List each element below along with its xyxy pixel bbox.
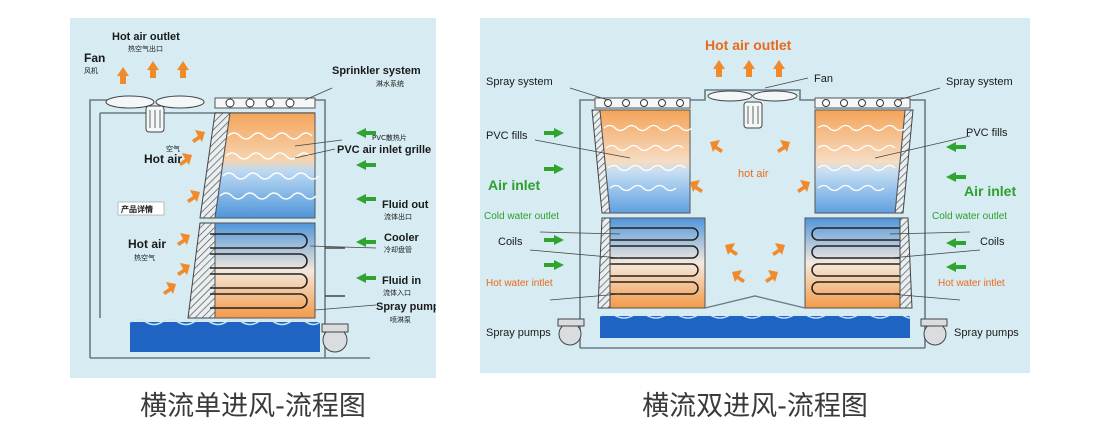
label-air-inlet-left: Air inlet	[488, 177, 540, 193]
label-air-cn: 空气	[166, 144, 180, 153]
caption-dual-inlet: 横流双进风-流程图	[642, 391, 868, 422]
left-spray-pump-icon	[557, 318, 585, 346]
label-cold-water-outlet-right: Cold water outlet	[932, 211, 1007, 222]
label-product-details-cn: 产品详情	[121, 204, 153, 214]
right-panel-background	[480, 18, 1030, 373]
hot-air-arrows	[117, 61, 205, 295]
spray-pump-icon	[321, 247, 349, 353]
label-hot-air-upper: Hot air	[144, 152, 182, 166]
label-hot-air-outlet: Hot air outlet	[705, 37, 792, 53]
sprinkler-bar	[214, 97, 316, 109]
spray-bars	[594, 97, 911, 109]
fan-icon	[105, 95, 205, 133]
right-coil	[804, 217, 906, 309]
left-coil	[604, 217, 706, 309]
label-hot-water-intlet-right: Hot water intlet	[938, 278, 1005, 289]
right-pvc-fill-block	[814, 109, 907, 214]
label-hot-air-lower-cn: 热空气	[134, 253, 155, 262]
water-basin	[600, 316, 910, 338]
label-fan: Fan	[84, 51, 105, 65]
water-basin	[130, 322, 320, 352]
label-fluid-out-cn: 流体出口	[384, 212, 412, 221]
air-inlet-arrows	[356, 128, 376, 283]
label-hot-air-center: hot air	[738, 168, 769, 180]
label-fluid-in-cn: 流体入口	[383, 288, 411, 297]
cooler-coil	[210, 222, 316, 319]
label-spray-pumps-right: Spray pumps	[954, 327, 1019, 339]
left-coil-grille	[597, 217, 611, 309]
label-spray-pump: Spray pump	[376, 301, 436, 313]
single-inlet-diagram: Hot air outlet 热空气出口 Fan 风机 Sprinkler sy…	[70, 18, 436, 378]
label-hot-air-outlet: Hot air outlet	[112, 31, 180, 43]
label-pvc-fills-cn: PVC散热片	[372, 133, 407, 142]
label-hot-air-outlet-cn: 热空气出口	[128, 44, 163, 53]
air-inlet-arrows-left	[544, 128, 564, 270]
label-coils-left: Coils	[498, 236, 523, 248]
pvc-fill-block	[214, 112, 320, 219]
label-hot-air-lower: Hot air	[128, 237, 166, 251]
left-pvc-fill-block	[599, 109, 693, 214]
label-cooler: Cooler	[384, 232, 420, 244]
label-fan: Fan	[814, 73, 833, 85]
label-cooler-cn: 冷却盘管	[384, 245, 412, 254]
label-spray-system-left: Spray system	[486, 76, 553, 88]
right-coil-grille	[899, 217, 913, 309]
label-spray-pumps-left: Spray pumps	[486, 327, 551, 339]
air-inlet-arrows-right	[946, 142, 966, 272]
label-fluid-out: Fluid out	[382, 199, 429, 211]
product-details-tag	[117, 201, 165, 216]
label-sprinkler-system-cn: 淋水系统	[376, 79, 404, 88]
right-spray-pump-icon	[920, 318, 948, 346]
label-coils-right: Coils	[980, 236, 1005, 248]
label-spray-system-right: Spray system	[946, 76, 1013, 88]
label-air-inlet-right: Air inlet	[964, 183, 1016, 199]
label-pvc-fills-right: PVC fills	[966, 127, 1008, 139]
label-pvc-air-inlet-grille: PVC air inlet grille	[337, 144, 431, 156]
label-hot-water-intlet-left: Hot water intlet	[486, 278, 553, 289]
fan-icon	[707, 90, 798, 129]
label-pvc-fills-left: PVC fills	[486, 130, 528, 142]
center-baffle	[704, 295, 806, 309]
hot-air-arrows	[690, 60, 810, 283]
label-cold-water-outlet-left: Cold water outlet	[484, 211, 559, 222]
dual-inlet-diagram: Hot air outlet Fan Spray system Spray sy…	[480, 18, 1030, 373]
caption-single-inlet: 横流单进风-流程图	[140, 391, 366, 422]
label-fluid-in: Fluid in	[382, 275, 421, 287]
label-fan-cn: 风机	[84, 66, 98, 75]
label-spray-pump-cn: 喷淋泵	[390, 315, 411, 324]
label-sprinkler-system: Sprinkler system	[332, 65, 421, 77]
